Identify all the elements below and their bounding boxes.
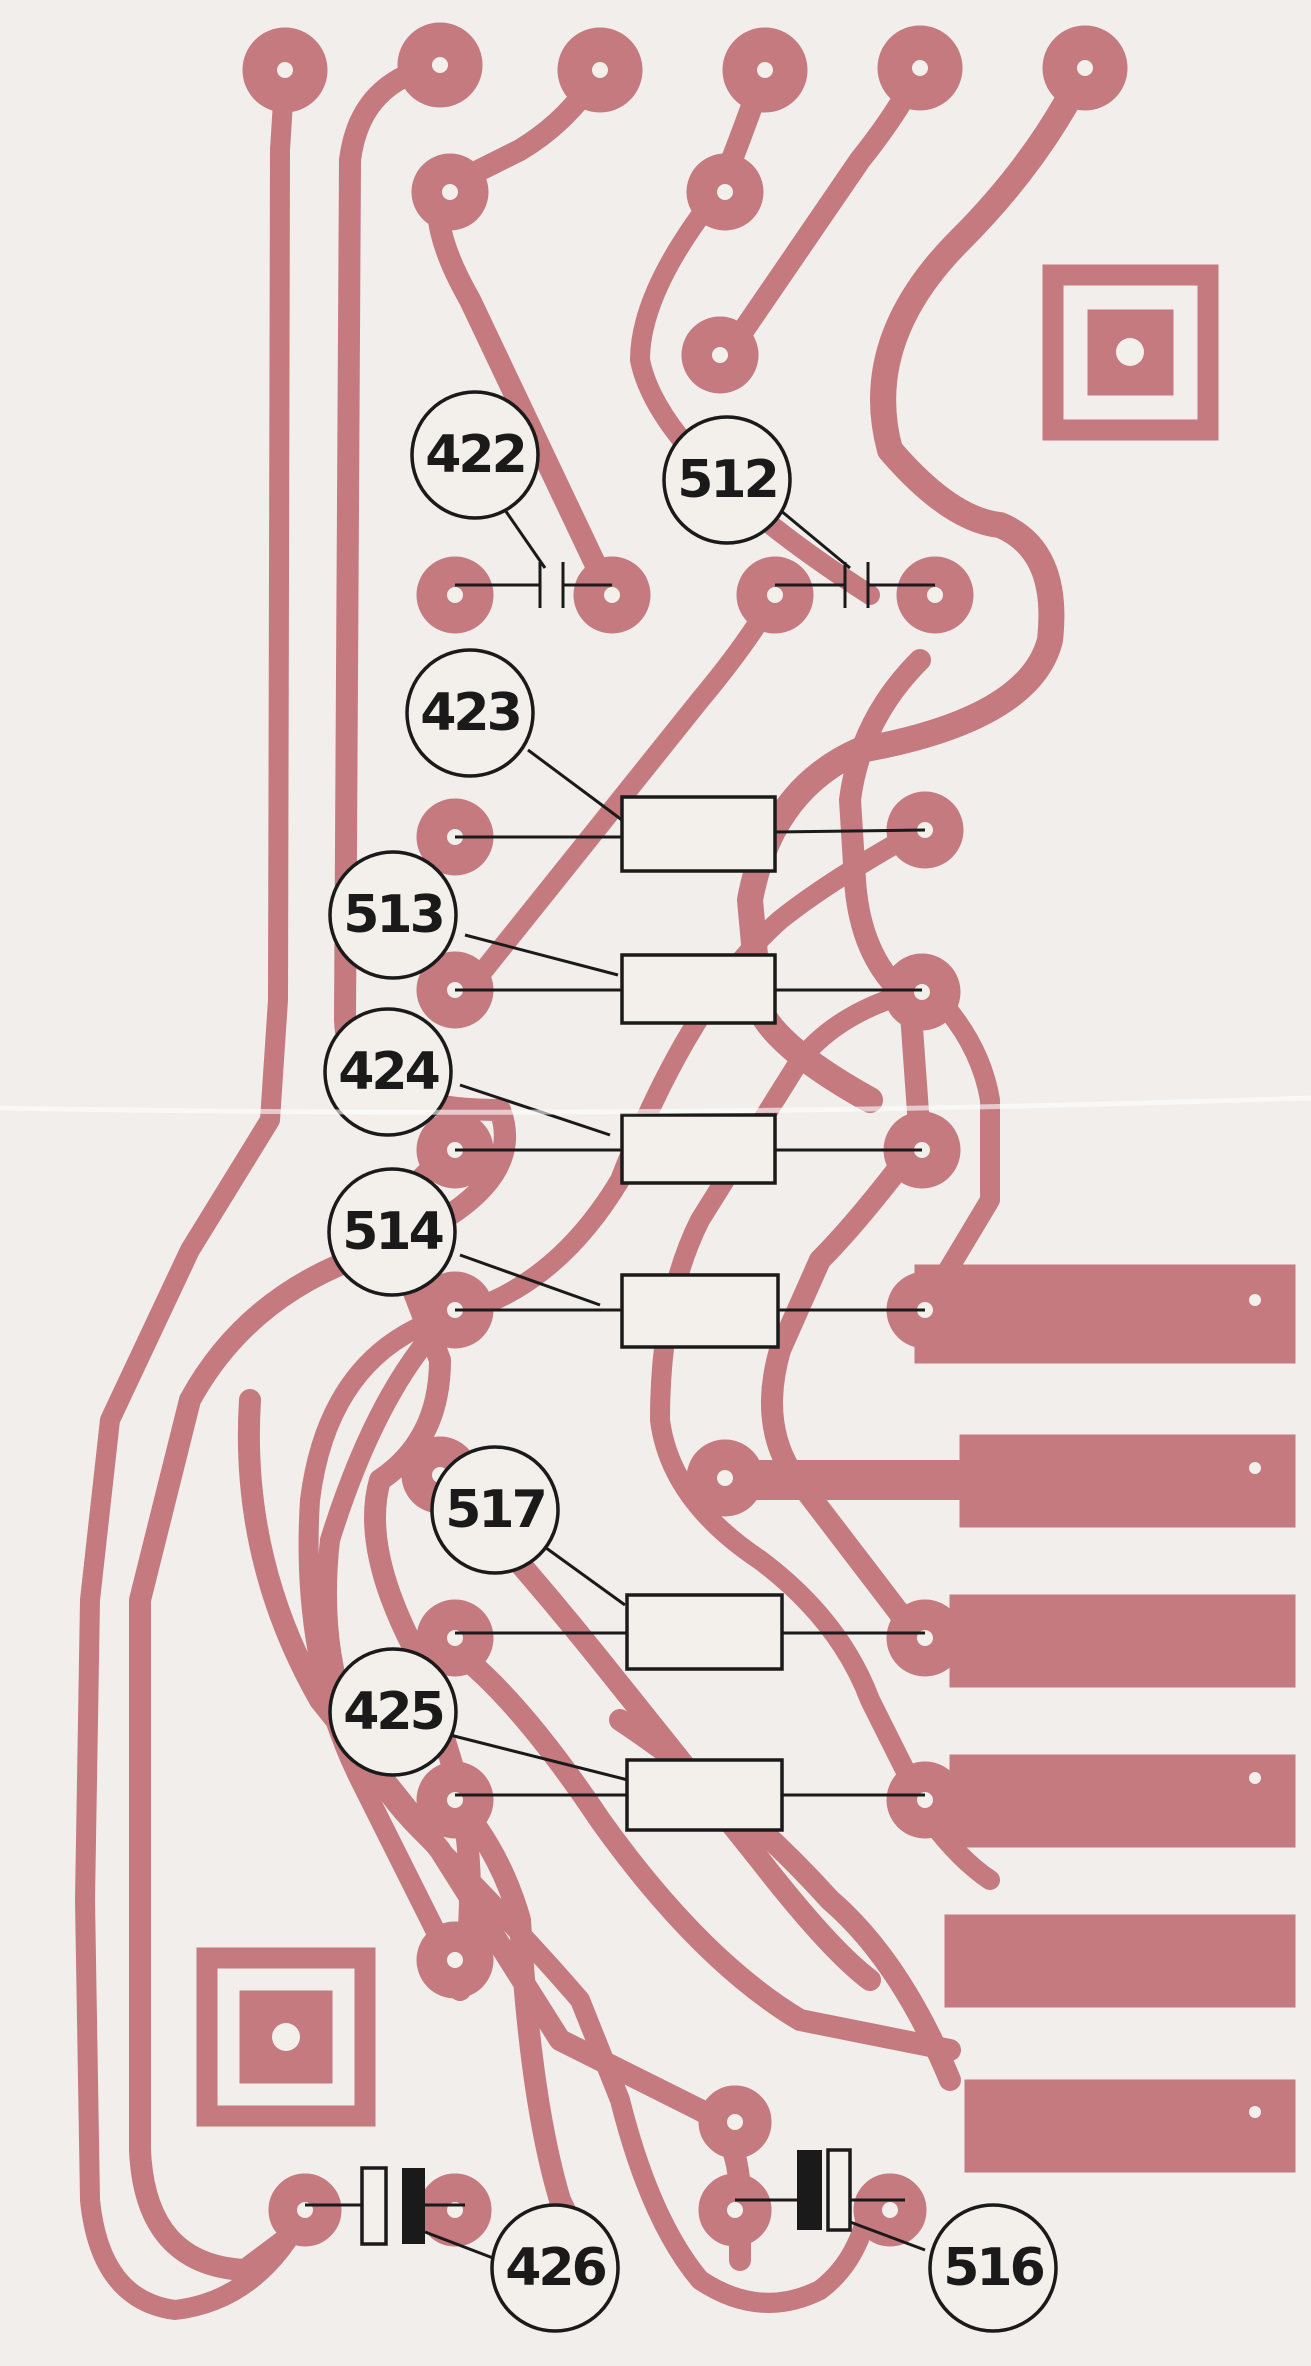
leader-426 [424,2230,494,2260]
trace-left-rail-inner [129,54,516,2281]
leader-516 [849,2220,926,2252]
resistor-513 [455,953,922,1025]
label-424: 424 [323,1007,453,1137]
trace-bottom-long [316,1300,880,2313]
leader-517 [541,1543,626,1607]
mounting-pad-bottom-left [196,1947,376,2127]
component-overlay: 422 512 423 513 424 514 517 425 [305,390,1058,2333]
mounting-pad-top-right [1042,264,1219,441]
paper-fold-crease [0,1095,1311,1115]
leader-512 [779,508,851,570]
capacitor-516 [735,2148,905,2232]
capacitor-426 [305,2166,465,2246]
svg-text:426: 426 [505,2238,605,2298]
svg-text:514: 514 [342,1202,442,1262]
label-516: 516 [928,2203,1058,2333]
resistor-425 [455,1758,925,1832]
svg-text:424: 424 [338,1042,438,1102]
label-426: 426 [490,2203,620,2333]
resistor-517 [455,1593,925,1671]
edge-finger-5 [944,1914,1296,2008]
svg-text:425: 425 [343,1682,443,1742]
leader-423 [527,748,623,822]
edge-finger-6 [964,2079,1296,2173]
label-423: 423 [405,648,535,778]
svg-text:517: 517 [445,1480,545,1540]
label-512: 512 [662,415,792,545]
copper-traces [75,22,1296,2320]
edge-finger-1 [914,1264,1296,1364]
leader-513 [464,933,619,977]
trace-left-rail-outer [75,60,315,2320]
leader-425 [449,1733,629,1782]
svg-text:513: 513 [343,885,443,945]
leader-514 [459,1253,601,1307]
resistor-423 [455,795,926,873]
edge-finger-3 [949,1594,1296,1688]
svg-text:512: 512 [677,450,777,510]
resistor-424 [455,1113,922,1185]
edge-finger-2 [959,1434,1296,1528]
edge-finger-4 [949,1754,1296,1848]
label-517: 517 [430,1445,560,1575]
trace-to-edge-row5 [444,1639,961,2061]
resistor-514 [455,1273,925,1349]
svg-text:422: 422 [425,425,525,485]
trace-mid-diagonal-b [650,980,1000,1890]
label-513: 513 [328,850,458,980]
capacitor-512 [775,562,935,608]
label-514: 514 [327,1167,457,1297]
label-425: 425 [328,1647,458,1777]
svg-text:516: 516 [943,2238,1043,2298]
leader-422 [503,509,547,569]
svg-text:423: 423 [420,683,520,743]
label-422: 422 [410,390,540,520]
drill-holes [272,57,1261,2218]
capacitor-422 [455,562,612,608]
